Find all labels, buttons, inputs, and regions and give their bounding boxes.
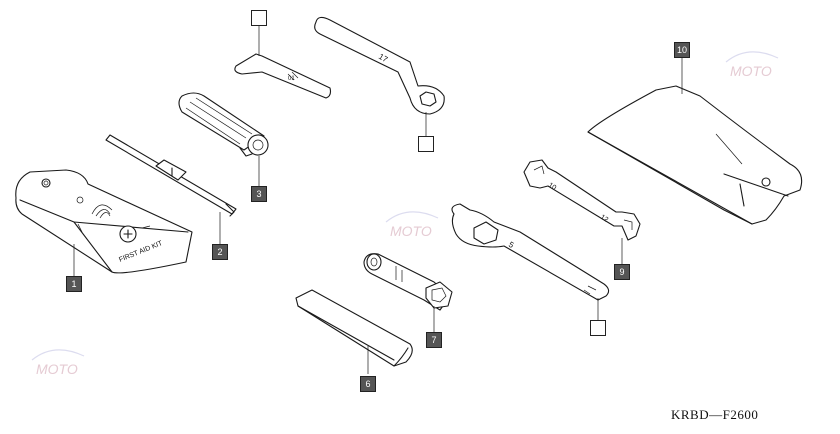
watermark: MOTO MOTO MOTO	[31, 51, 779, 377]
l-lever: 01	[234, 53, 332, 99]
callout-10: 10	[674, 42, 690, 58]
open-end-wrench: 10 12	[523, 159, 641, 241]
watermark-text-1: MOTO	[730, 63, 772, 79]
first-aid-kit: FIRST AID KIT	[15, 169, 193, 274]
watermark-text-3: MOTO	[36, 361, 78, 377]
callout-8	[590, 320, 606, 336]
flat-wrench: 5	[451, 203, 610, 301]
callout-3: 3	[251, 186, 267, 202]
lever-mark: 01	[288, 76, 295, 82]
callout-5	[418, 136, 434, 152]
ring-wrench: 17	[314, 16, 445, 115]
tool-bag	[587, 85, 803, 225]
screwdriver	[105, 134, 237, 217]
callout-4	[251, 10, 267, 26]
callout-7: 7	[426, 332, 442, 348]
callout-6: 6	[360, 376, 376, 392]
callout-9: 9	[614, 264, 630, 280]
spark-plug-wrench	[363, 253, 453, 311]
flat-bar	[295, 289, 413, 367]
callout-1: 1	[66, 276, 82, 292]
socket-handle	[178, 92, 269, 157]
drawing-code: KRBD—F2600	[671, 407, 759, 422]
callout-2: 2	[212, 244, 228, 260]
flat-wrench-size: 5	[507, 240, 516, 250]
open-wrench-size-b: 12	[599, 214, 609, 224]
watermark-text-2: MOTO	[390, 223, 432, 239]
open-wrench-size-a: 10	[547, 182, 557, 192]
